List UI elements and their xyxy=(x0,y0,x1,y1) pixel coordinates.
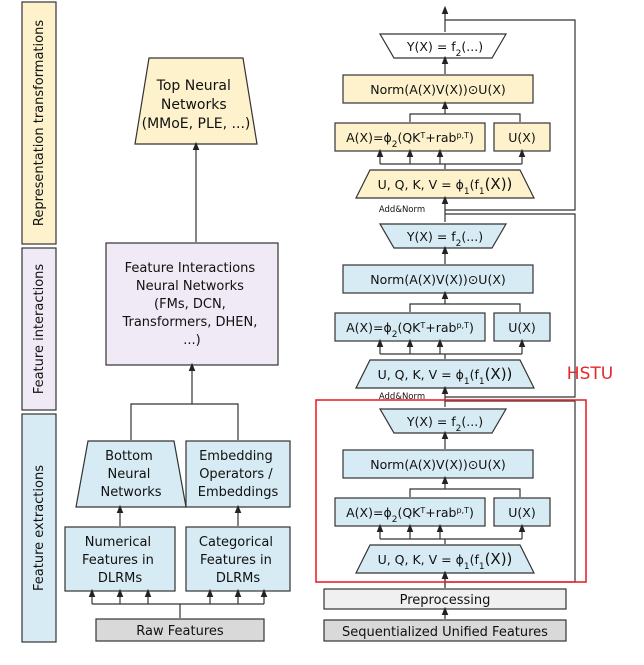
attention-label: A(X)=ϕ2(QKT+rabp,T) xyxy=(346,505,474,525)
y-output-box xyxy=(378,408,508,434)
attention-label: A(X)=ϕ2(QKT+rabp,T) xyxy=(346,130,474,150)
side-label-representation: Representation transformations xyxy=(32,20,47,226)
cat-line-1: Categorical xyxy=(199,535,273,550)
fi-line-4: Transformers, DHEN, xyxy=(121,315,257,330)
u-label: U(X) xyxy=(508,505,535,520)
residual-skip-1 xyxy=(445,19,576,211)
y-output-label: Y(X) = f2(...) xyxy=(406,229,483,249)
norm-label: Norm(A(X)V(X))⊙U(X) xyxy=(370,82,506,97)
qkv-box xyxy=(355,544,535,574)
fi-line-5: ...) xyxy=(183,333,200,348)
top-nn-label: Top Neural Networks (MMoE, PLE, ...) xyxy=(142,78,251,132)
categorical-features-box xyxy=(185,526,291,592)
emb-line-2: Operators / xyxy=(199,467,273,482)
categorical-label: Categorical Features in DLRMs xyxy=(199,535,277,586)
top-nn-line-1: Top Neural xyxy=(156,78,231,94)
side-label-interactions: Feature interactions xyxy=(32,264,47,395)
qkv-label: U, Q, K, V = ϕ1(f1(X)) xyxy=(378,175,513,197)
feature-interactions-box xyxy=(105,242,279,366)
raw-features-label: Raw Features xyxy=(136,624,224,639)
numerical-features-box xyxy=(64,526,176,592)
y-output-box xyxy=(378,33,508,59)
hstu-input-stack: Preprocessing Sequentialized Unified Fea… xyxy=(323,588,567,642)
side-label-extractions: Feature extractions xyxy=(32,465,47,591)
dlrm-column: Top Neural Networks (MMoE, PLE, ...) Fea… xyxy=(64,57,291,642)
fi-line-3: (FMs, DCN, xyxy=(154,297,226,312)
numerical-label: Numerical Features in DLRMs xyxy=(82,535,158,586)
bnn-line-1: Bottom xyxy=(105,449,153,464)
bottom-nn-label: Bottom Neural Networks xyxy=(100,449,161,500)
hstu-layer-1: Y(X) = f2(...) Norm(A(X)V(X))⊙U(X) A(X)=ϕ2… xyxy=(334,33,551,212)
norm-box xyxy=(342,74,534,104)
attention-box xyxy=(334,122,486,152)
add-norm-label-1: Add&Norm xyxy=(379,205,425,215)
norm-label: Norm(A(X)V(X))⊙U(X) xyxy=(370,272,506,287)
side-band-interactions xyxy=(21,247,57,411)
embedding-box xyxy=(185,440,291,508)
merge-a-u-to-norm xyxy=(409,303,521,312)
qkv-label: U, Q, K, V = ϕ1(f1(X)) xyxy=(378,550,513,572)
hstu-layer-3: Y(X) = f2(...) Norm(A(X)V(X))⊙U(X) A(X)=ϕ2… xyxy=(334,408,551,587)
raw-features-box xyxy=(95,618,265,642)
merge-a-u-to-norm xyxy=(409,488,521,497)
top-neural-networks-box xyxy=(134,57,258,145)
preprocessing-label: Preprocessing xyxy=(400,593,491,608)
y-output-box xyxy=(378,223,508,249)
emb-line-3: Embeddings xyxy=(198,485,279,500)
hstu-label: HSTU xyxy=(567,364,613,384)
merge-to-interactions xyxy=(130,403,239,440)
add-norm-label-2: Add&Norm xyxy=(379,392,425,402)
norm-box xyxy=(342,264,534,294)
hstu-highlight-frame xyxy=(315,399,587,583)
side-band-extractions xyxy=(21,413,57,643)
top-nn-line-3: (MMoE, PLE, ...) xyxy=(142,116,251,132)
side-band-representation xyxy=(21,1,57,245)
emb-line-1: Embedding xyxy=(199,449,273,464)
num-line-3: DLRMs xyxy=(98,571,143,586)
qkv-box xyxy=(355,359,535,389)
num-line-1: Numerical xyxy=(85,535,151,550)
top-nn-line-2: Networks xyxy=(161,97,227,113)
norm-box xyxy=(342,449,534,479)
fi-line-1: Feature Interactions xyxy=(125,261,256,276)
u-box xyxy=(493,122,551,152)
cat-line-3: DLRMs xyxy=(216,571,261,586)
attention-label: A(X)=ϕ2(QKT+rabp,T) xyxy=(346,320,474,340)
sequential-features-box xyxy=(323,619,567,642)
fi-line-2: Neural Networks xyxy=(136,279,244,294)
residual-skip-2 xyxy=(445,213,576,398)
u-label: U(X) xyxy=(508,320,535,335)
sequential-features-label: Sequentialized Unified Features xyxy=(342,625,548,640)
merge-a-u-to-norm xyxy=(409,113,521,122)
feature-interactions-label: Feature Interactions Neural Networks (FM… xyxy=(121,261,261,348)
hstu-column: Y(X) = f2(...) Norm(A(X)V(X))⊙U(X) A(X)=ϕ2… xyxy=(334,5,576,588)
norm-label: Norm(A(X)V(X))⊙U(X) xyxy=(370,457,506,472)
y-output-label: Y(X) = f2(...) xyxy=(406,39,483,59)
bnn-line-3: Networks xyxy=(100,485,161,500)
num-line-2: Features in xyxy=(82,553,154,568)
qkv-label: U, Q, K, V = ϕ1(f1(X)) xyxy=(378,365,513,387)
hstu-layer-2: Y(X) = f2(...) Norm(A(X)V(X))⊙U(X) A(X)=ϕ2… xyxy=(334,223,551,402)
side-label-column: Representation transformations Feature i… xyxy=(21,1,57,643)
bnn-line-2: Neural xyxy=(107,467,150,482)
embedding-label: Embedding Operators / Embeddings xyxy=(198,449,279,500)
y-output-label: Y(X) = f2(...) xyxy=(406,414,483,434)
qkv-box xyxy=(355,169,535,199)
u-box xyxy=(493,497,551,527)
cat-line-2: Features in xyxy=(200,553,272,568)
u-label: U(X) xyxy=(508,130,535,145)
